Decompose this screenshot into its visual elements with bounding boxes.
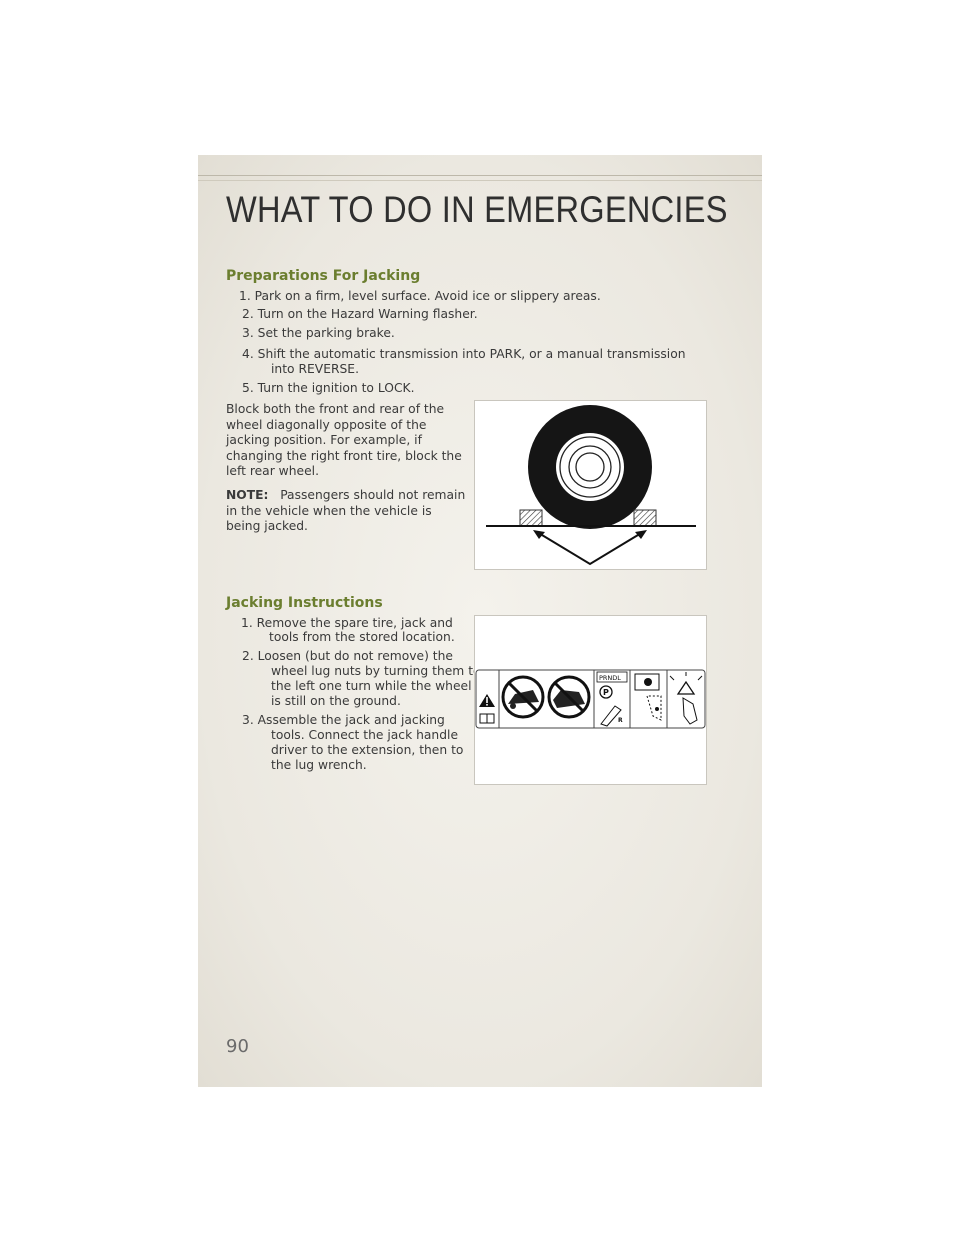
block-line: left rear wheel.	[226, 464, 319, 478]
wheel-block-illustration	[486, 405, 696, 566]
jack-step-1-cont: tools from the stored location.	[269, 630, 455, 644]
section-heading-jacking: Jacking Instructions	[226, 595, 383, 611]
jack-step-3-cont: driver to the extension, then to	[271, 743, 464, 757]
jack-step-2-cont: the left one turn while the wheel	[271, 679, 472, 693]
note-line: being jacked.	[226, 519, 308, 533]
jack-step-3-cont: tools. Connect the jack handle	[271, 728, 459, 742]
prep-step-2: 2. Turn on the Hazard Warning flasher.	[242, 307, 478, 321]
jack-step-1: 1. Remove the spare tire, jack and	[241, 616, 453, 630]
svg-text:P: P	[603, 688, 609, 697]
wheel-chock-right-icon	[633, 509, 657, 527]
page-title: WHAT TO DO IN EMERGENCIES	[226, 189, 728, 230]
note-line: in the vehicle when the vehicle is	[226, 503, 432, 518]
wheel-block-figure	[474, 400, 707, 570]
arrows-icon	[536, 531, 644, 566]
block-paragraph: Block both the front and rear of the whe…	[226, 402, 462, 480]
hazard-warning-icon	[669, 672, 703, 725]
note-label: NOTE:	[226, 488, 269, 502]
block-line: Block both the front and rear of the	[226, 402, 445, 416]
warning-label-illustration: PRNDL P R	[475, 669, 706, 729]
prep-step-4: 4. Shift the automatic transmission into…	[242, 347, 686, 361]
prep-step-4-cont: into REVERSE.	[271, 362, 359, 376]
svg-text:R: R	[618, 717, 623, 724]
note-line: NOTE: Passengers should not remain	[226, 488, 465, 504]
ignition-lock-icon	[634, 673, 662, 721]
page-number: 90	[226, 1036, 249, 1057]
jack-step-2-cont: is still on the ground.	[271, 694, 401, 708]
manual-book-icon	[479, 713, 495, 724]
prep-step-3: 3. Set the parking brake.	[242, 326, 395, 340]
note-text: Passengers should not remain	[280, 488, 466, 502]
section-heading-preparations: Preparations For Jacking	[226, 268, 421, 284]
no-person-under-vehicle-icon	[501, 675, 545, 719]
park-gear-icon: PRNDL P R	[596, 671, 628, 727]
block-line: wheel diagonally opposite of the	[226, 417, 427, 432]
prep-step-1: 1. Park on a firm, level surface. Avoid …	[239, 289, 601, 303]
wheel-chock-left-icon	[519, 509, 543, 527]
warning-triangle-icon	[479, 694, 495, 707]
jack-step-3-cont: the lug wrench.	[271, 758, 367, 772]
note-paragraph: NOTE: Passengers should not remain in th…	[226, 488, 465, 535]
manual-page: WHAT TO DO IN EMERGENCIES Preparations F…	[198, 155, 762, 1087]
jack-step-2-cont: wheel lug nuts by turning them to	[271, 664, 481, 678]
jack-step-2: 2. Loosen (but do not remove) the	[242, 649, 453, 663]
block-line: changing the right front tire, block the	[226, 448, 462, 463]
jack-step-3: 3. Assemble the jack and jacking	[242, 713, 445, 727]
jacking-warning-figure: PRNDL P R	[474, 615, 707, 785]
gear-selector-label: PRNDL	[599, 674, 621, 682]
header-rule-secondary	[198, 180, 762, 181]
no-person-in-vehicle-icon	[547, 675, 591, 719]
prep-step-5: 5. Turn the ignition to LOCK.	[242, 381, 415, 395]
header-rule	[198, 175, 762, 176]
block-line: jacking position. For example, if	[226, 433, 422, 447]
